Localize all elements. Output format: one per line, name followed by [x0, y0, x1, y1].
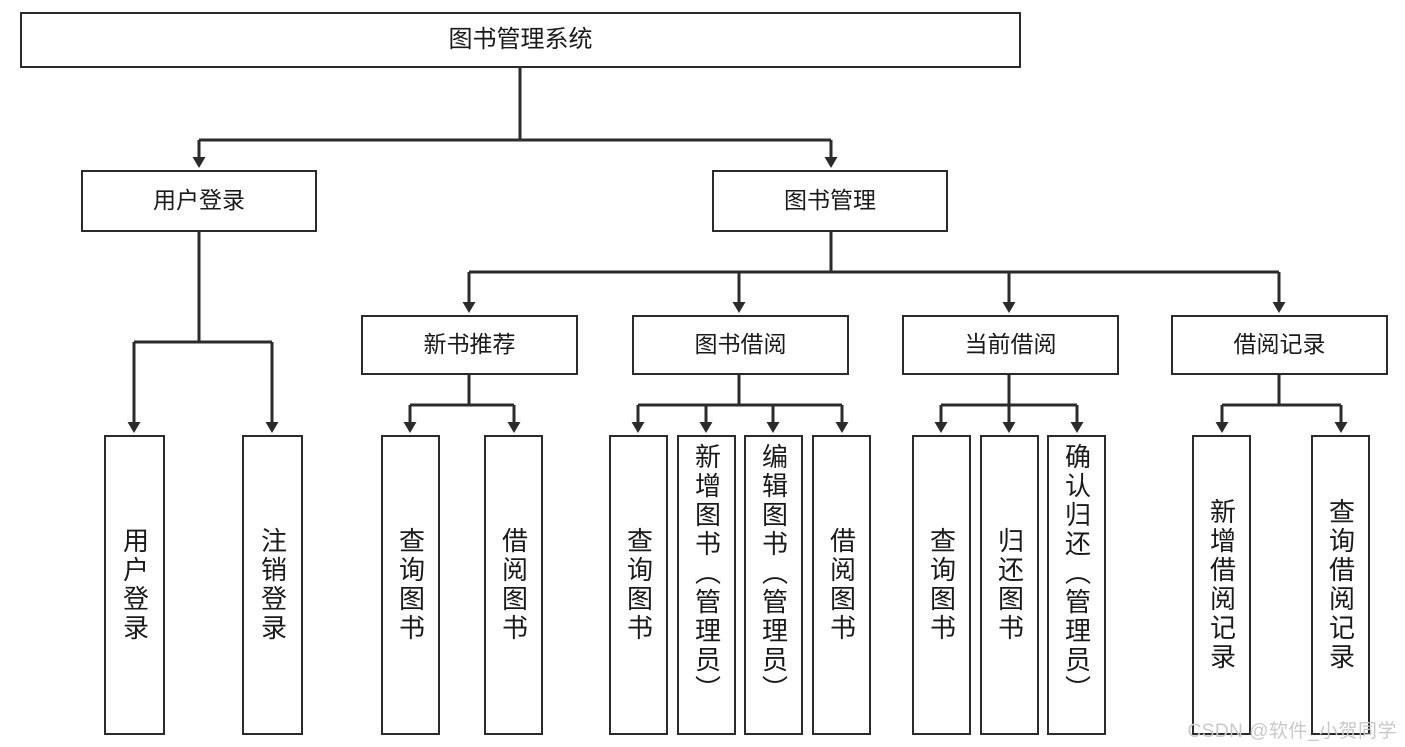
node-book-borrow-label: 图书借阅: [694, 331, 787, 358]
node-new-book-recommend[interactable]: 新书推荐: [361, 315, 578, 375]
node-borrow-record[interactable]: 借阅记录: [1171, 315, 1388, 375]
node-leaf-login[interactable]: 用户登录: [104, 435, 165, 735]
node-leaf-query-book-3[interactable]: 查询图书: [912, 435, 971, 735]
node-leaf-query-book-3-label: 查询图书: [926, 527, 957, 643]
node-leaf-query-book-2[interactable]: 查询图书: [609, 435, 668, 735]
node-leaf-return-book-label: 归还图书: [994, 527, 1025, 643]
node-current-borrow[interactable]: 当前借阅: [902, 315, 1119, 375]
node-leaf-query-record-label: 查询借阅记录: [1325, 498, 1356, 672]
node-leaf-add-record[interactable]: 新增借阅记录: [1192, 435, 1251, 735]
node-leaf-add-book[interactable]: 新增图书（管理员）: [677, 435, 736, 735]
node-book-management-label: 图书管理: [784, 187, 876, 214]
node-user-login-label: 用户登录: [153, 187, 245, 214]
node-current-borrow-label: 当前借阅: [964, 331, 1057, 358]
node-leaf-confirm-return[interactable]: 确认归还（管理员）: [1047, 435, 1106, 735]
node-borrow-record-label: 借阅记录: [1233, 331, 1326, 358]
node-leaf-borrow-book-2-label: 借阅图书: [826, 527, 857, 643]
node-leaf-confirm-return-label: 确认归还（管理员）: [1061, 443, 1092, 704]
node-leaf-borrow-book-1-label: 借阅图书: [498, 527, 529, 643]
node-leaf-query-record[interactable]: 查询借阅记录: [1311, 435, 1370, 735]
node-leaf-login-label: 用户登录: [119, 527, 150, 643]
node-leaf-edit-book-label: 编辑图书（管理员）: [758, 443, 789, 704]
node-user-login[interactable]: 用户登录: [81, 170, 317, 232]
node-root-label: 图书管理系统: [448, 25, 593, 53]
node-leaf-logout[interactable]: 注销登录: [242, 435, 303, 735]
node-book-borrow[interactable]: 图书借阅: [632, 315, 849, 375]
node-leaf-edit-book[interactable]: 编辑图书（管理员）: [744, 435, 803, 735]
node-leaf-query-book-1[interactable]: 查询图书: [381, 435, 440, 735]
node-new-book-recommend-label: 新书推荐: [423, 331, 516, 358]
node-book-management[interactable]: 图书管理: [712, 170, 948, 232]
node-leaf-add-record-label: 新增借阅记录: [1206, 498, 1237, 672]
node-leaf-logout-label: 注销登录: [257, 527, 288, 643]
node-leaf-borrow-book-1[interactable]: 借阅图书: [484, 435, 543, 735]
node-leaf-add-book-label: 新增图书（管理员）: [691, 443, 722, 704]
node-leaf-borrow-book-2[interactable]: 借阅图书: [812, 435, 871, 735]
node-leaf-return-book[interactable]: 归还图书: [980, 435, 1039, 735]
node-root[interactable]: 图书管理系统: [20, 12, 1021, 68]
node-leaf-query-book-1-label: 查询图书: [395, 527, 426, 643]
node-leaf-query-book-2-label: 查询图书: [623, 527, 654, 643]
